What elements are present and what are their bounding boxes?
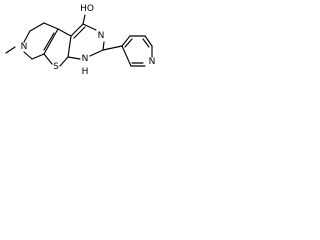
bond-c3-c4-double [73,26,86,39]
bond-py-6 [121,45,132,67]
bond-c3a-c7a [43,28,59,55]
chemical-structure-diagram: N HO N N H S N [5,4,156,77]
bond-c3-c3a [57,28,72,37]
amine-nitrogen-label: N [82,54,89,64]
sulfur-label: S [53,62,59,72]
amine-hydrogen-label: H [82,67,89,77]
bond-c3-c4 [70,23,84,37]
bond-c7a-s [43,53,53,65]
atom-label-layer: N HO N N H S N [21,4,156,77]
bond-ch2-c3a [43,22,59,30]
bond-c2-pyridyl [102,45,123,51]
bond-c2-c3 [67,35,72,58]
pyridine-nitrogen-label: N [149,57,156,67]
pyrimidine-nitrogen-label: N [98,31,105,41]
bond-py-3 [144,35,153,47]
bond-n3-c2 [102,41,105,51]
bond-py-1-double [124,38,133,48]
bond-c2-n1 [89,49,104,57]
bond-ch2-ch2-top [29,22,45,32]
hydroxyl-label: HO [80,4,94,14]
bond-py-1 [121,35,131,47]
bond-methyl [5,46,16,54]
bond-py-3-double [142,38,150,48]
bond-s-c2 [59,56,69,67]
bond-n-ch2-top [23,30,31,43]
bond-c4-oh [82,14,86,25]
methyl-nitrogen-label: N [21,42,28,52]
bond-n1-c2-thiophene [67,56,81,60]
bond-c3a-c7a-double [43,32,55,51]
bond-layer [5,14,153,67]
bond-ch2-c7a [31,53,45,60]
bond-n-ch2-bottom [23,51,33,60]
bond-c4-n3 [82,23,97,31]
